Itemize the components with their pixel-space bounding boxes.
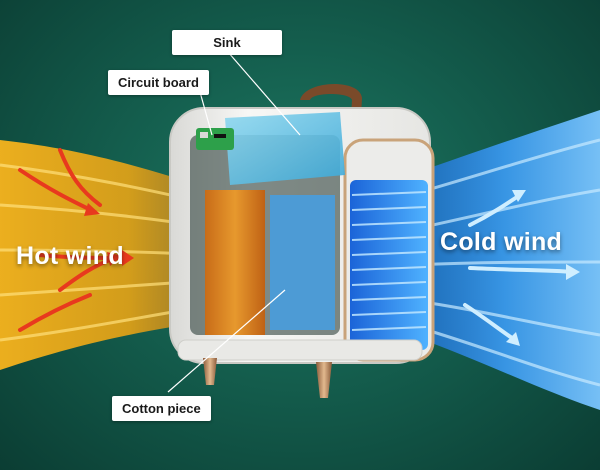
cold-wind-label: Cold wind <box>440 228 563 256</box>
front-vent-grille <box>350 180 428 350</box>
circuit-board-label: Circuit board <box>108 70 209 95</box>
cotton-filter <box>205 190 265 335</box>
hot-air-arrow-icon <box>18 148 134 332</box>
cooling-panel <box>270 195 335 330</box>
cold-air-arrow-icon <box>463 190 580 346</box>
front-right-leg <box>316 362 332 398</box>
front-left-leg <box>203 358 217 385</box>
air-cooler-device <box>169 83 435 398</box>
sink-label: Sink <box>172 30 282 55</box>
circuit-board <box>196 128 234 150</box>
cotton-piece-label: Cotton piece <box>112 396 211 421</box>
water-sink <box>225 112 345 185</box>
cold-wind-stream <box>409 110 600 410</box>
hot-wind-label: Hot wind <box>16 242 124 270</box>
leader-lines <box>167 51 301 393</box>
